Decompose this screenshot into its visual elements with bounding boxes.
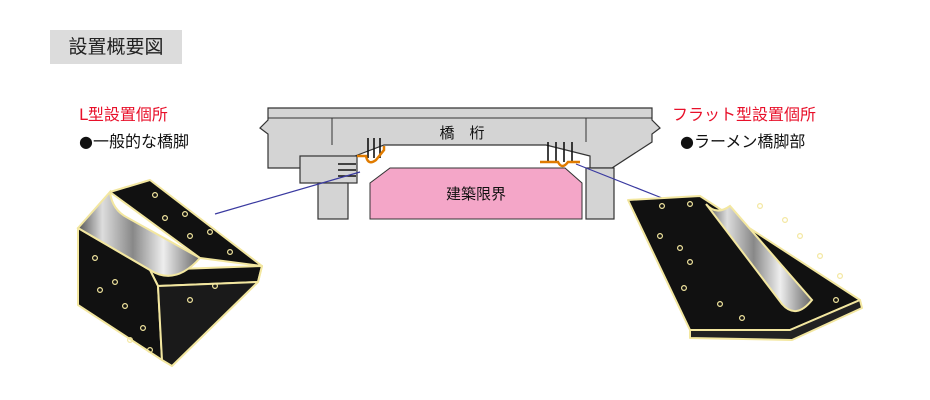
right-callout-heading: フラット型設置個所 (672, 105, 817, 124)
left-callout-heading: L型設置個所 (79, 105, 168, 124)
right-leader-line (575, 163, 663, 199)
anchor-bolts-right (547, 142, 573, 162)
girder-label: 橋 桁 (439, 124, 484, 142)
left-pier (299, 155, 358, 220)
clearance-label: 建築限界 (446, 185, 506, 203)
diagram-title: 設置概要図 (50, 30, 182, 64)
installed-flat-pad (540, 160, 580, 168)
left-leader-line (214, 171, 361, 215)
right-callout-sub: ●ラーメン橋脚部 (680, 132, 806, 151)
flat-type-pad-illustration (627, 195, 863, 341)
construction-clearance: 建築限界 (369, 167, 583, 220)
l-type-pad-illustration (76, 179, 263, 367)
installed-l-pad (357, 146, 386, 164)
bridge-girder: 橋 桁 (259, 107, 661, 169)
left-callout-sub: ●一般的な橋脚 (79, 132, 189, 151)
right-pier (585, 167, 615, 220)
